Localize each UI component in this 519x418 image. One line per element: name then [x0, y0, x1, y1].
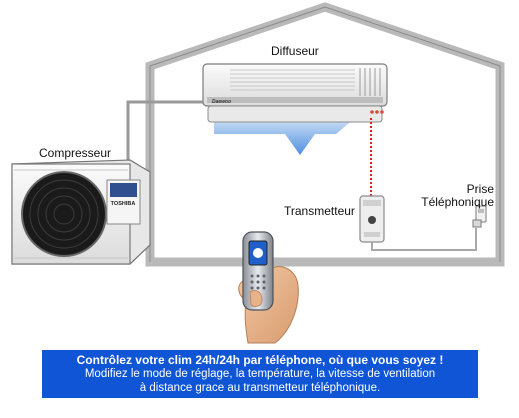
diffuseur-label: Diffuseur	[271, 44, 319, 58]
indoor-brand-text: Daewoo	[212, 99, 231, 105]
transmetteur-label: Transmetteur	[284, 204, 355, 218]
telephone-socket	[472, 205, 487, 228]
house-outline	[145, 2, 505, 267]
caption-box: Contrôlez votre clim 24h/24h par télépho…	[42, 350, 478, 398]
compresseur-label: Compresseur	[39, 146, 112, 160]
mobile-phone-icon	[242, 231, 274, 311]
compressor-brand-text: TOSHIBA	[111, 201, 136, 207]
prise-label-line1: Prise	[466, 182, 494, 196]
caption-line-3: à distance grace au transmetteur télépho…	[139, 382, 381, 394]
outdoor-unit: TOSHIBA	[11, 159, 151, 265]
indoor-unit: Daewoo	[202, 63, 388, 123]
phone-line	[371, 228, 477, 251]
airflow-arrow	[214, 118, 355, 155]
prise-label-line2: Téléphonique	[421, 195, 494, 209]
transmitter-device	[359, 195, 385, 243]
hand-with-phone	[238, 231, 299, 344]
caption-headline: Contrôlez votre clim 24h/24h par télépho…	[76, 353, 444, 367]
prise-label: Prise Téléphonique	[402, 183, 494, 209]
caption-line-2: Modifiez le mode de réglage, la températ…	[84, 368, 436, 380]
